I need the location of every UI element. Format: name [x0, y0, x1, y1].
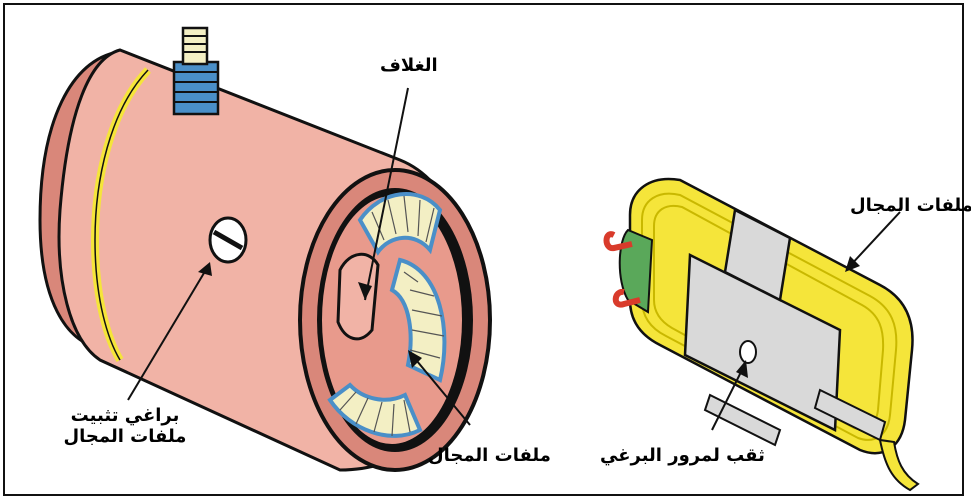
label-field-coils-coil: ملفات المجال	[850, 196, 971, 217]
label-mounting-screws-line1: براغي تثبيت	[40, 406, 210, 427]
field-coil-illustration	[607, 179, 919, 490]
label-bolt-hole: ثقب لمرور البرغي	[600, 446, 765, 467]
motor-housing-illustration	[40, 28, 490, 470]
label-field-coils-motor: ملفات المجال	[428, 446, 551, 467]
mounting-screw	[210, 218, 246, 262]
terminal-stud	[174, 28, 218, 114]
label-mounting-screws-line2: ملفات المجال	[40, 427, 210, 448]
coil-terminal	[607, 230, 653, 312]
label-housing: الغلاف	[380, 56, 438, 77]
label-mounting-screws: براغي تثبيت ملفات المجال	[40, 406, 210, 447]
